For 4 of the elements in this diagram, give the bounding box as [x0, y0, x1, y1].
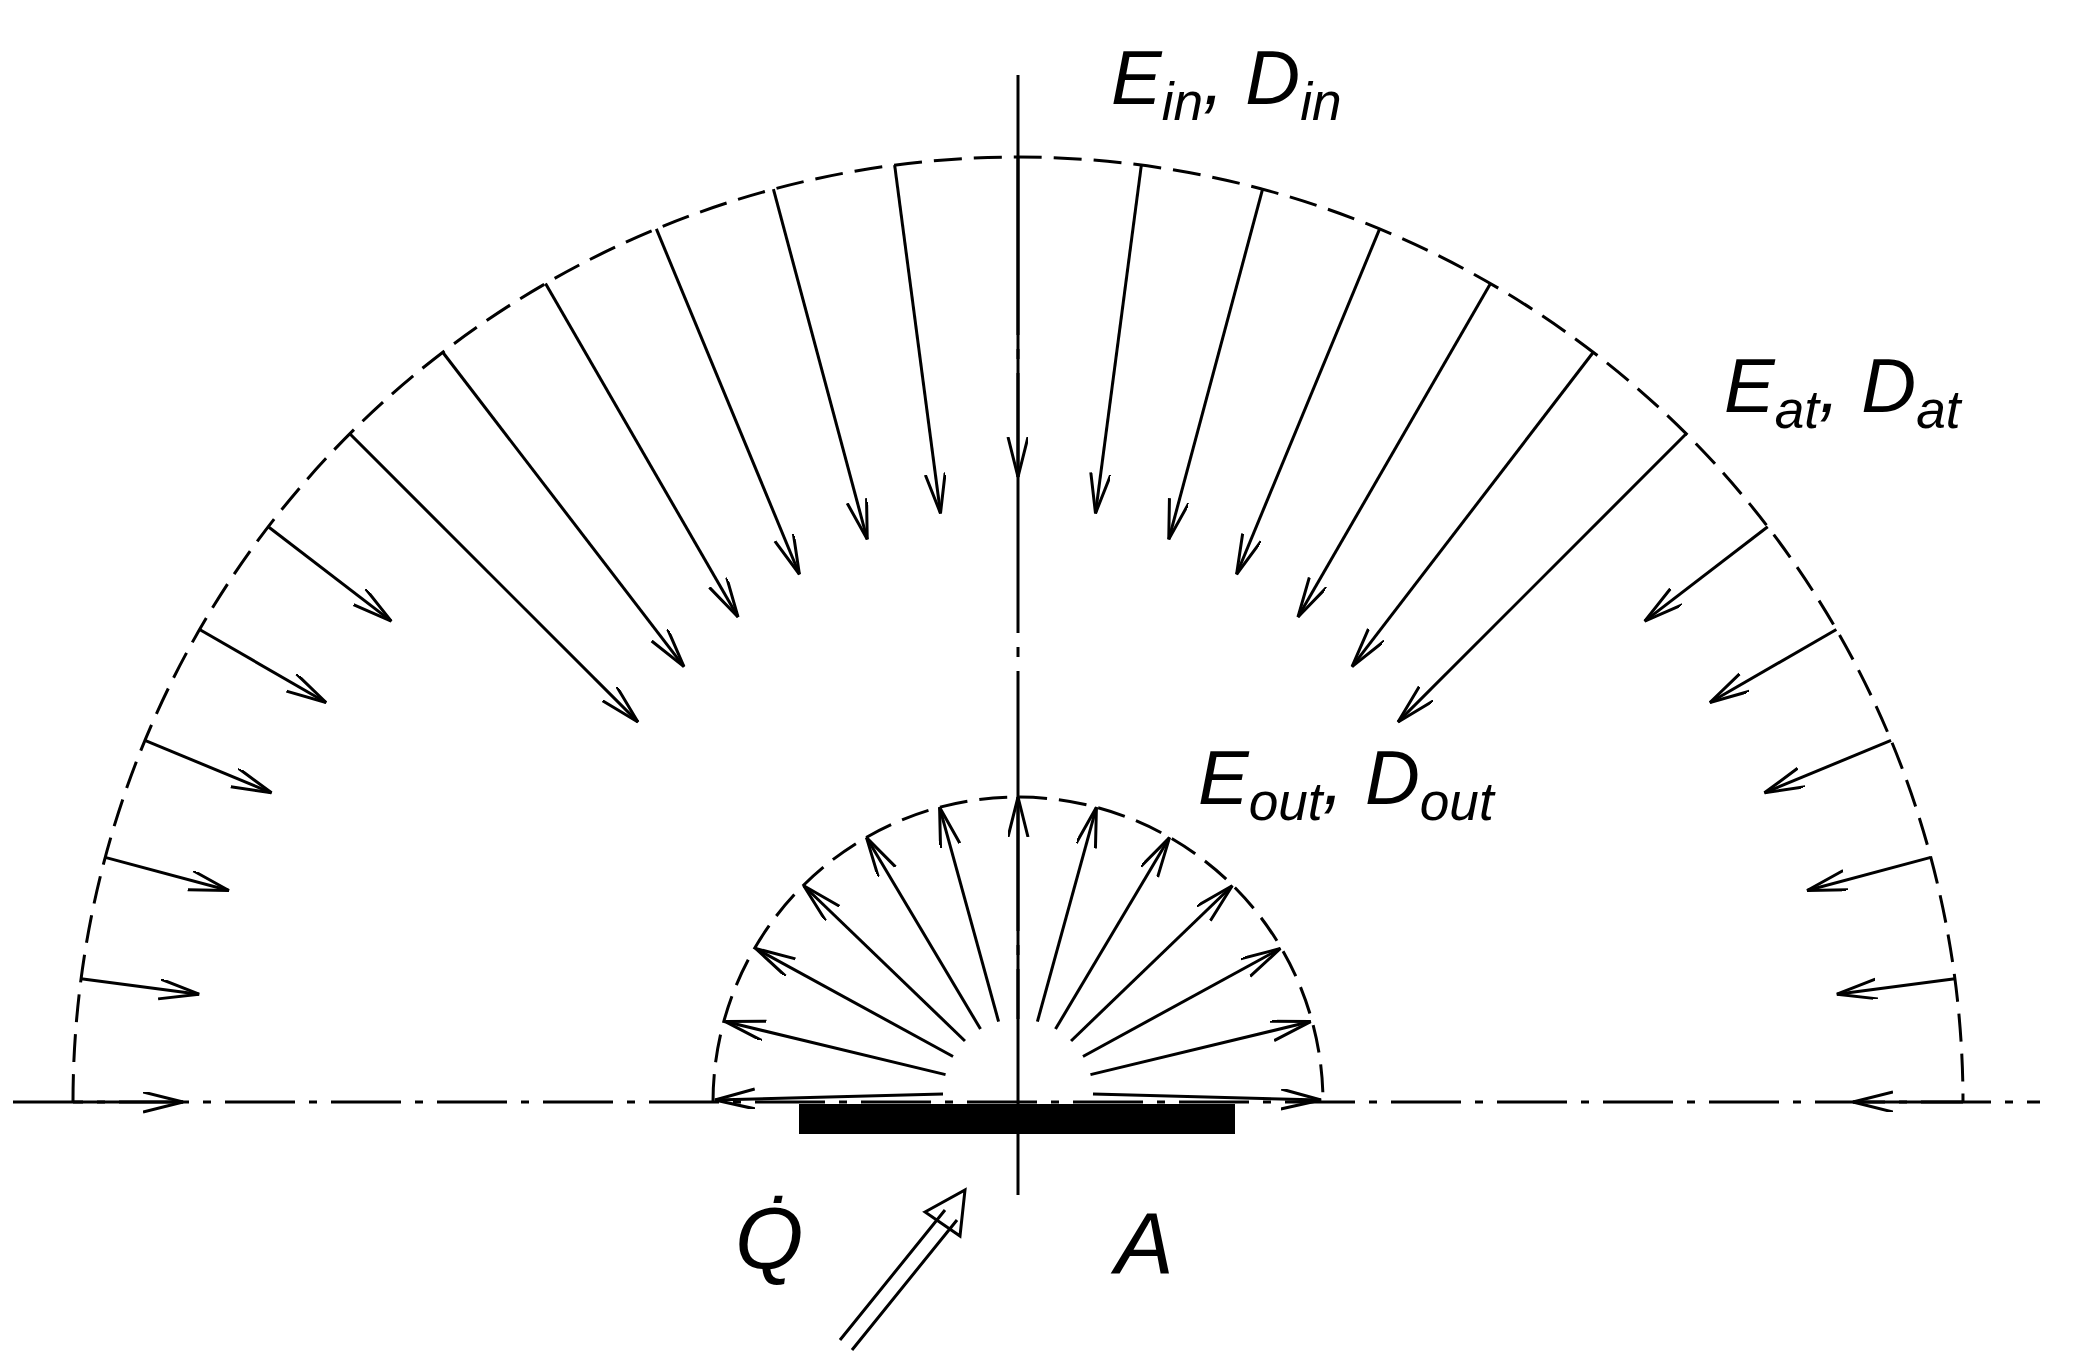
symbol-label: Q̇: [735, 1195, 804, 1283]
symbol-label: E$_{out}$, D$_{out}$: [1198, 740, 1494, 829]
symbol-label: E$_{in}$, D$_{in}$: [1111, 40, 1342, 129]
symbol-label: E$_{at}$, D$_{at}$: [1724, 348, 1961, 437]
